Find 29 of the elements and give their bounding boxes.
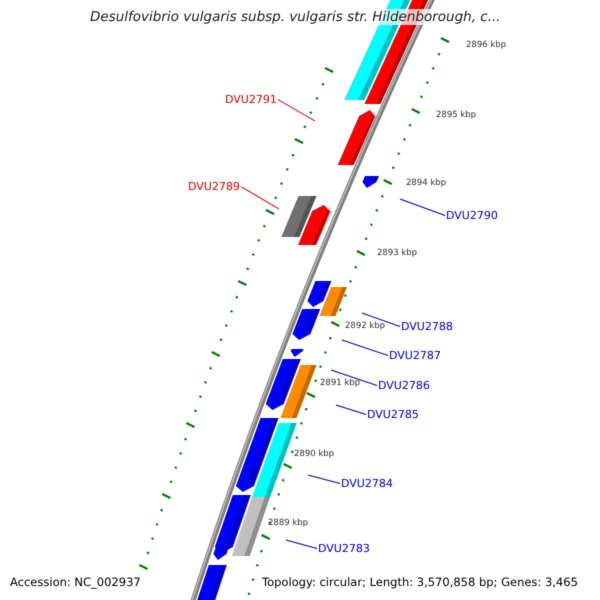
gene-label: DVU2785 xyxy=(367,408,419,421)
footer-text: Accession: NC_002937 xyxy=(10,575,141,589)
leader-line xyxy=(336,404,366,415)
leader-line xyxy=(330,370,378,386)
scale-label: 2890 kbp xyxy=(294,450,334,459)
gene-label: DVU2786 xyxy=(378,379,430,392)
leader-line xyxy=(286,540,318,549)
gene-label: DVU2787 xyxy=(389,349,441,362)
gene-label: DVU2790 xyxy=(446,209,498,222)
leader-line xyxy=(240,186,280,210)
title: Desulfovibrio vulgaris subsp. vulgaris str. Hildenborough, c... xyxy=(90,9,501,25)
gene-label: DVU2784 xyxy=(341,477,393,490)
leader-line xyxy=(277,99,316,122)
scale-label: 2891 kbp xyxy=(320,379,360,388)
leader-line xyxy=(308,474,340,484)
scale-label: 2892 kbp xyxy=(345,322,386,331)
gene-label: DVU2788 xyxy=(401,320,453,333)
scale-label: 2895 kbp xyxy=(436,111,476,120)
gene-label: DVU2789 xyxy=(188,180,240,193)
gene-label: DVU2791 xyxy=(225,93,277,106)
leader-line xyxy=(342,340,388,356)
gene-label: DVU2783 xyxy=(318,542,370,555)
scale-label: 2893 kbp xyxy=(377,249,418,258)
footer-text: Topology: circular; Length: 3,570,858 bp; Genes: 3,465 xyxy=(262,575,578,589)
leader-line xyxy=(362,312,400,327)
scale-label: 2889 kbp xyxy=(268,519,308,528)
scale-label: 2894 kbp xyxy=(406,179,446,188)
leader-line xyxy=(400,198,446,216)
scale-label: 2896 kbp xyxy=(466,41,506,50)
